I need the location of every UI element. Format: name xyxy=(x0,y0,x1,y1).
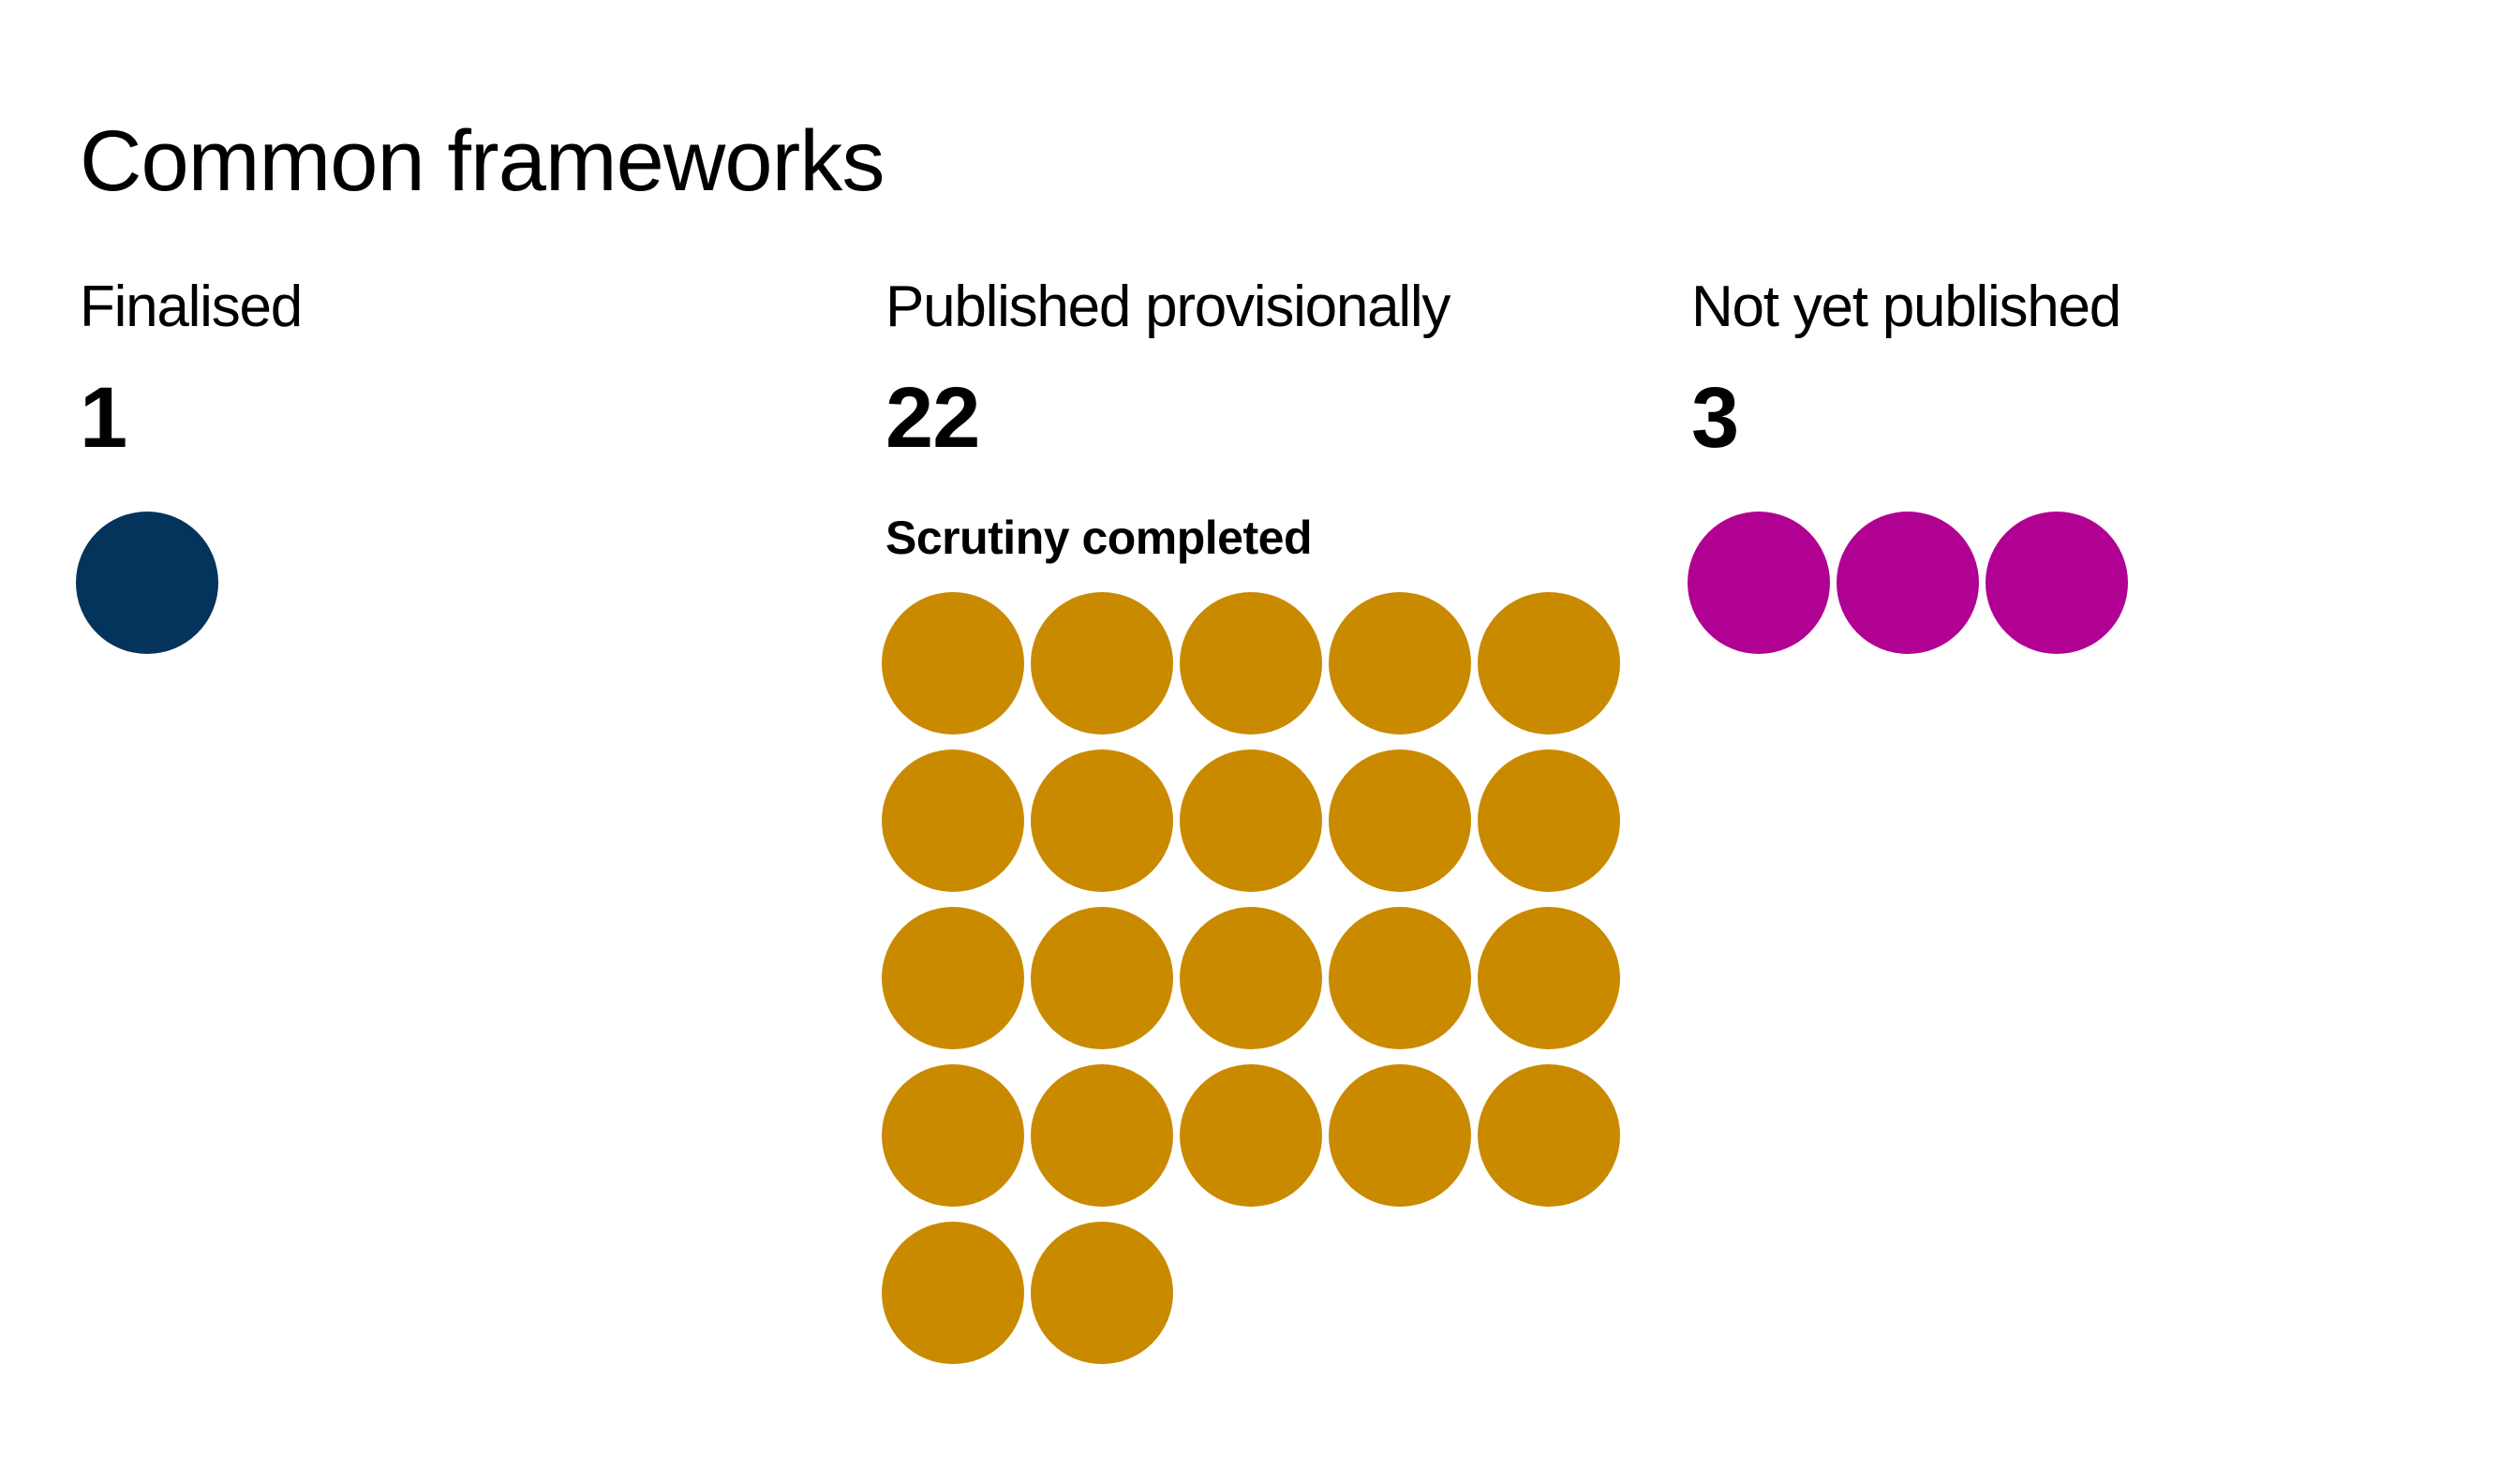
published-provisionally-dot-3 xyxy=(1180,592,1322,735)
category-value-not-yet-published: 3 xyxy=(1691,370,1739,466)
published-provisionally-dot-2 xyxy=(1031,592,1173,735)
category-published-provisionally: Published provisionally 22 Scrutiny comp… xyxy=(882,0,1673,1484)
published-provisionally-dot-16 xyxy=(882,1064,1024,1207)
published-provisionally-dot-11 xyxy=(882,907,1024,1049)
published-provisionally-dot-7 xyxy=(1031,749,1173,892)
published-provisionally-dot-8 xyxy=(1180,749,1322,892)
published-provisionally-dot-12 xyxy=(1031,907,1173,1049)
published-provisionally-dot-19 xyxy=(1329,1064,1471,1207)
published-provisionally-dot-4 xyxy=(1329,592,1471,735)
category-value-finalised: 1 xyxy=(80,370,127,466)
finalised-dot-1 xyxy=(76,512,218,654)
sublabel-scrutiny-completed: Scrutiny completed xyxy=(885,512,1313,564)
not-yet-published-dot-1 xyxy=(1688,512,1830,654)
chart-title: Common frameworks xyxy=(80,113,885,209)
published-provisionally-dot-13 xyxy=(1180,907,1322,1049)
category-not-yet-published: Not yet published 3 xyxy=(1688,0,2478,1484)
published-provisionally-dot-5 xyxy=(1478,592,1620,735)
published-provisionally-dot-15 xyxy=(1478,907,1620,1049)
category-value-published-provisionally: 22 xyxy=(885,370,980,466)
published-provisionally-dot-9 xyxy=(1329,749,1471,892)
published-provisionally-dot-17 xyxy=(1031,1064,1173,1207)
published-provisionally-dot-20 xyxy=(1478,1064,1620,1207)
not-yet-published-dot-2 xyxy=(1837,512,1979,654)
published-provisionally-dot-21 xyxy=(882,1222,1024,1364)
category-label-not-yet-published: Not yet published xyxy=(1691,275,2121,339)
category-label-finalised: Finalised xyxy=(80,275,303,339)
published-provisionally-dot-18 xyxy=(1180,1064,1322,1207)
not-yet-published-dot-3 xyxy=(1986,512,2128,654)
published-provisionally-dot-14 xyxy=(1329,907,1471,1049)
finalised-dot-grid xyxy=(76,512,814,654)
published-provisionally-dot-grid xyxy=(882,592,1620,1364)
published-provisionally-dot-22 xyxy=(1031,1222,1173,1364)
not-yet-published-dot-grid xyxy=(1688,512,2426,654)
category-label-published-provisionally: Published provisionally xyxy=(885,275,1450,339)
published-provisionally-dot-1 xyxy=(882,592,1024,735)
published-provisionally-dot-6 xyxy=(882,749,1024,892)
published-provisionally-dot-10 xyxy=(1478,749,1620,892)
category-finalised: Finalised 1 xyxy=(76,0,867,1484)
